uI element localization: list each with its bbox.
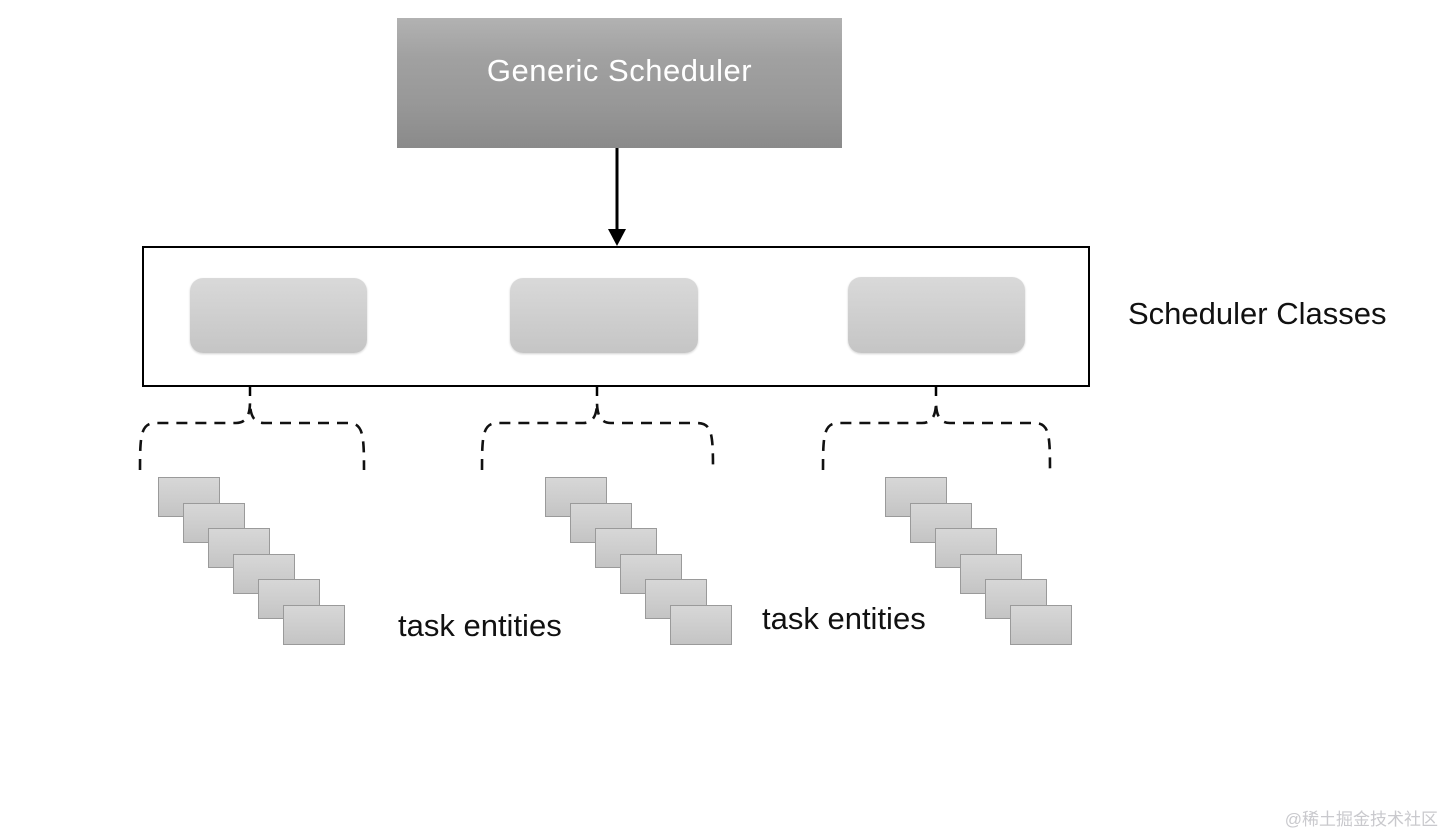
brace-group-2 — [480, 401, 715, 471]
generic-scheduler-box: Generic Scheduler — [397, 18, 842, 148]
scheduler-class-box-1 — [190, 278, 367, 353]
watermark: @稀土掘金技术社区 — [1284, 810, 1438, 829]
scheduler-class-box-2 — [510, 278, 698, 353]
task-entities-label-left: task entities — [398, 608, 562, 643]
scheduler-classes-label: Scheduler Classes — [1128, 296, 1387, 331]
flow-arrow-head-icon — [608, 229, 626, 246]
task-entities-label-right: task entities — [762, 601, 926, 636]
scheduler-class-box-3 — [848, 277, 1025, 353]
brace-group-3 — [821, 401, 1052, 471]
task-entity-card — [1010, 605, 1072, 645]
task-entity-card — [670, 605, 732, 645]
brace-group-1 — [138, 401, 366, 471]
task-entity-card — [283, 605, 345, 645]
generic-scheduler-label: Generic Scheduler — [486, 53, 753, 88]
